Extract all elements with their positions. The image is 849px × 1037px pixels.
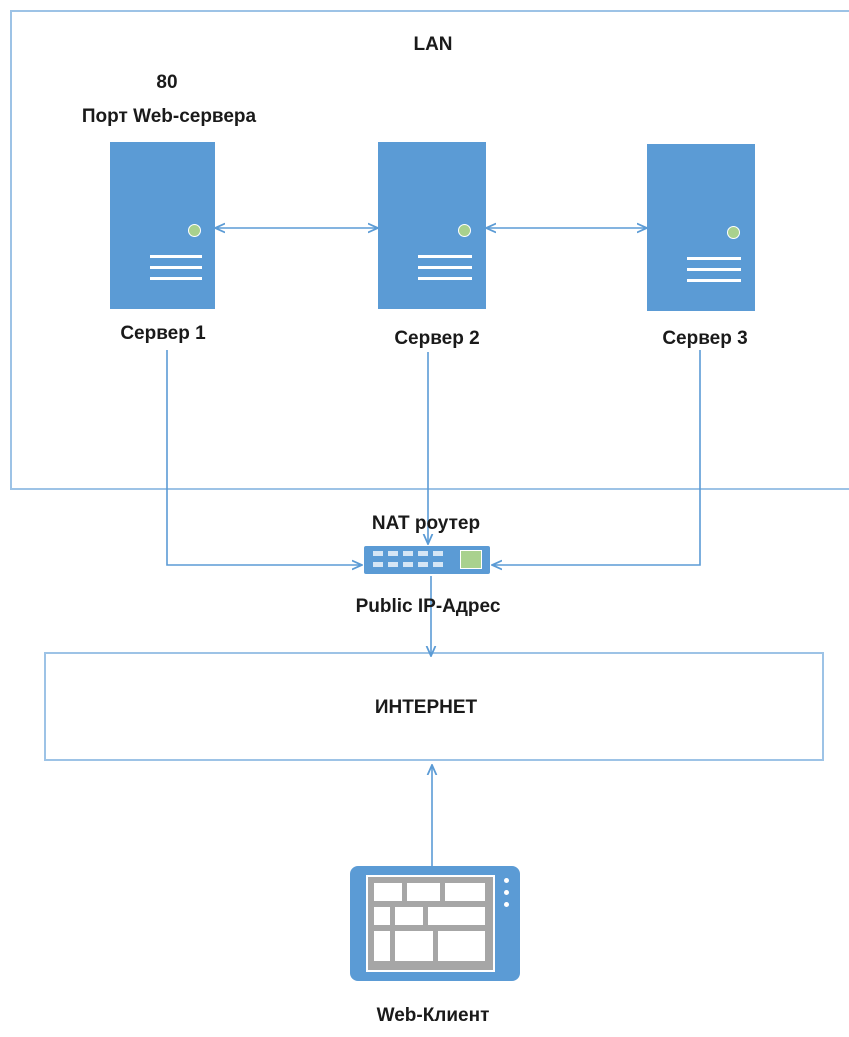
- vent-line: [687, 279, 741, 282]
- server-3-icon: [647, 144, 755, 311]
- router-icon: [364, 546, 490, 574]
- server-1-icon: [110, 142, 215, 309]
- screen-tile: [407, 883, 440, 901]
- screen-tile: [374, 907, 390, 925]
- port-led: [373, 551, 383, 556]
- link-server1-router: [166, 350, 362, 565]
- server-1-label: Сервер 1: [120, 323, 206, 344]
- tablet-button: [504, 902, 509, 907]
- screen-tile: [374, 931, 390, 961]
- screen-tile: [438, 931, 485, 961]
- router-display: [460, 550, 482, 569]
- port-led: [418, 551, 428, 556]
- server-2-label: Сервер 2: [394, 328, 480, 349]
- lan-label: LAN: [413, 34, 453, 55]
- screen-tile: [395, 931, 433, 961]
- vent-line: [418, 255, 472, 258]
- screen-tile: [428, 907, 485, 925]
- port-caption: Порт Web-сервера: [81, 106, 257, 127]
- tablet-icon: [350, 866, 520, 981]
- port-led: [403, 551, 413, 556]
- status-led: [188, 224, 201, 237]
- server-2-icon: [378, 142, 486, 309]
- vent-line: [687, 257, 741, 260]
- screen-tile: [374, 883, 402, 901]
- port-number: 80: [156, 72, 178, 93]
- tablet-button: [504, 878, 509, 883]
- port-led: [388, 551, 398, 556]
- port-led: [433, 562, 443, 567]
- status-led: [727, 226, 740, 239]
- router-label: NAT роутер: [371, 513, 481, 534]
- vent-line: [150, 277, 202, 280]
- vent-line: [418, 266, 472, 269]
- vent-line: [150, 266, 202, 269]
- server-3-label: Сервер 3: [662, 328, 748, 349]
- lan-boundary: [10, 10, 849, 490]
- vent-line: [418, 277, 472, 280]
- port-led: [433, 551, 443, 556]
- vent-line: [150, 255, 202, 258]
- tablet-button: [504, 890, 509, 895]
- link-server3-router: [492, 350, 701, 565]
- tablet-screen: [366, 875, 495, 972]
- port-led: [418, 562, 428, 567]
- screen-tile: [395, 907, 423, 925]
- public-ip-label: Public IP-Адрес: [355, 596, 501, 617]
- vent-line: [687, 268, 741, 271]
- router-ports: [373, 551, 449, 569]
- status-led: [458, 224, 471, 237]
- client-label: Web-Клиент: [376, 1005, 490, 1026]
- screen-tile: [445, 883, 485, 901]
- port-led: [388, 562, 398, 567]
- port-led: [373, 562, 383, 567]
- internet-label: ИНТЕРНЕТ: [374, 697, 478, 718]
- port-led: [403, 562, 413, 567]
